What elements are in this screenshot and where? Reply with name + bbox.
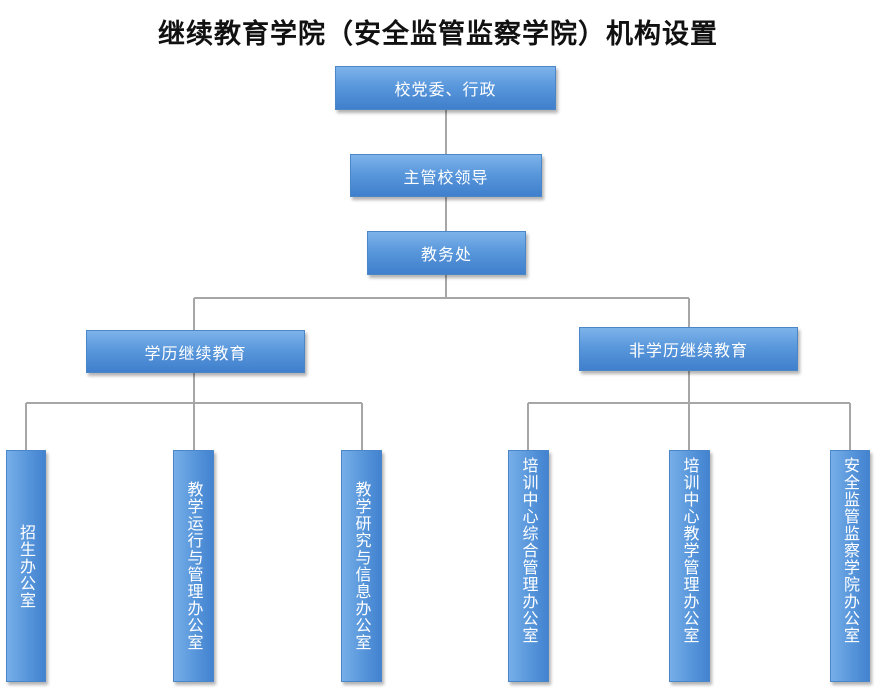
node-label: 培训中心教学管理办公室 bbox=[680, 457, 700, 644]
node-nondegree-education: 非学历继续教育 bbox=[579, 327, 798, 371]
node-training-general-office: 培训中心综合管理办公室 bbox=[508, 450, 549, 682]
node-safety-college-office: 安全监管监察学院办公室 bbox=[830, 450, 870, 682]
node-label: 招生办公室 bbox=[17, 523, 36, 609]
node-label: 教学运行与管理办公室 bbox=[184, 481, 204, 651]
node-leader: 主管校领导 bbox=[350, 154, 542, 197]
node-training-teaching-office: 培训中心教学管理办公室 bbox=[669, 450, 710, 682]
node-teaching-research-office: 教学研究与信息办公室 bbox=[341, 450, 382, 682]
node-label: 校党委、行政 bbox=[394, 80, 497, 99]
node-label: 培训中心综合管理办公室 bbox=[519, 457, 539, 644]
node-label: 安全监管监察学院办公室 bbox=[841, 457, 860, 644]
node-party-admin: 校党委、行政 bbox=[335, 66, 556, 110]
node-admissions-office: 招生办公室 bbox=[6, 450, 46, 682]
chart-title: 继续教育学院（安全监管监察学院）机构设置 bbox=[158, 19, 718, 50]
node-label: 学历继续教育 bbox=[144, 343, 247, 363]
node-label: 非学历继续教育 bbox=[628, 341, 748, 360]
node-label: 主管校领导 bbox=[403, 167, 489, 187]
node-label: 教务处 bbox=[420, 245, 472, 264]
node-label: 教学研究与信息办公室 bbox=[352, 481, 372, 651]
node-degree-education: 学历继续教育 bbox=[86, 330, 305, 373]
node-teaching-operations-office: 教学运行与管理办公室 bbox=[173, 450, 214, 682]
node-academic-affairs: 教务处 bbox=[367, 231, 526, 275]
